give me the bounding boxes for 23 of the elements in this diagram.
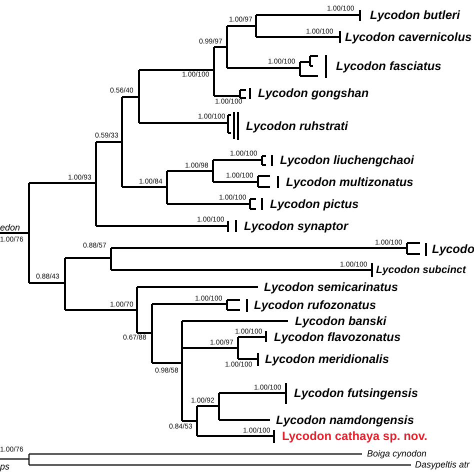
taxon-name: ps — [0, 462, 10, 472]
species-name: Lycodon gongshan — [258, 87, 369, 99]
species-name: Lycodon pictus — [270, 198, 359, 210]
species-name: Lycodon synaptor — [244, 220, 348, 232]
species-name: Lycodon banski — [295, 315, 386, 327]
species-name: Lycodon semicarinatus — [264, 281, 398, 293]
species-name: Lycodon liuchengchaoi — [280, 154, 414, 166]
species-name: Lycodon butleri — [370, 9, 460, 21]
taxon-name: Boiga cynodon — [367, 450, 427, 458]
species-name: Lycodon namdongensis — [276, 414, 414, 426]
new-species-name: Lycodon cathaya sp. nov. — [282, 430, 428, 442]
species-name: Lycodo — [432, 243, 474, 255]
species-name: Lycodon rufozonatus — [254, 299, 376, 311]
species-name: Lycodon flavozonatus — [274, 331, 401, 343]
taxon-name: edon — [0, 224, 20, 232]
species-name: Lycodon ruhstrati — [246, 120, 348, 132]
species-name: Lycodon subcinct — [376, 264, 466, 276]
species-name: Lycodon fasciatus — [336, 60, 442, 72]
species-name: Lycodon meridionalis — [265, 353, 390, 365]
species-name: Lycodon futsingensis — [294, 387, 418, 399]
taxon-name: Dasypeltis atr — [415, 460, 470, 470]
species-name: Lycodon cavernicolus — [345, 31, 472, 43]
species-name: Lycodon multizonatus — [286, 176, 414, 188]
